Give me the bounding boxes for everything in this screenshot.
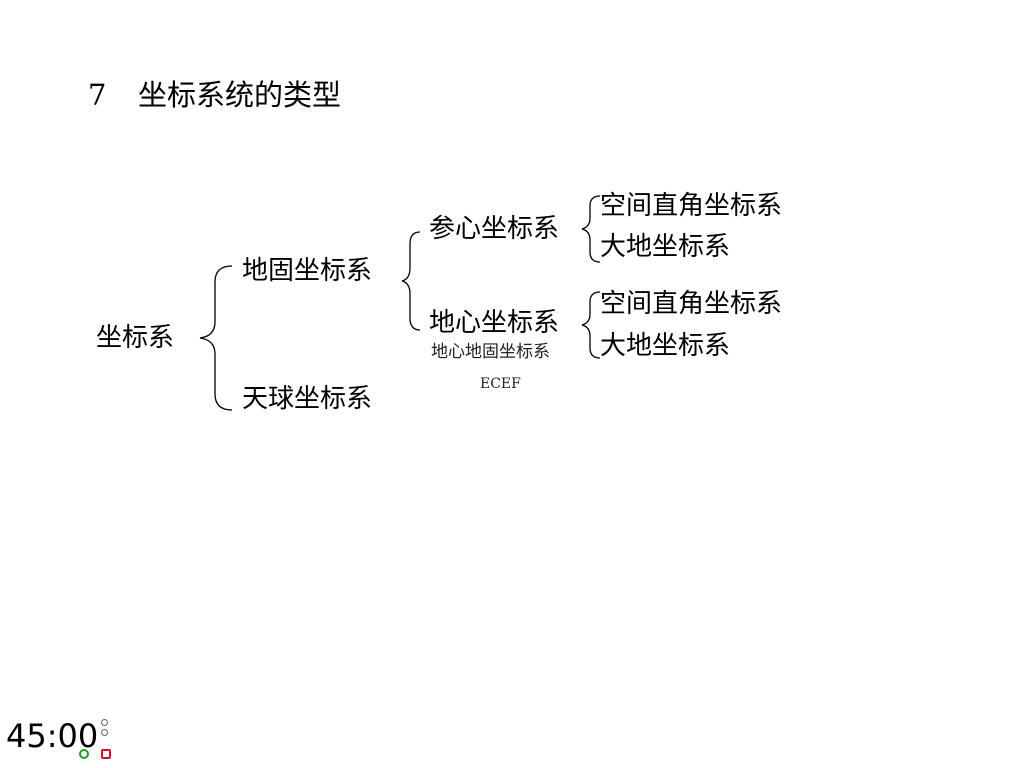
topocentric-node: 参心坐标系: [429, 214, 560, 244]
geocentric-abbrev: ECEF: [480, 376, 521, 392]
celestial-node: 天球坐标系: [242, 384, 373, 414]
earth-fixed-node: 地固坐标系: [242, 256, 373, 286]
timer-display: 45:00: [6, 717, 99, 755]
topocentric-brace: [581, 195, 601, 263]
earth-fixed-brace: [401, 231, 421, 331]
topo-child-geodetic: 大地坐标系: [600, 232, 731, 262]
title-number: 7: [88, 78, 107, 112]
root-brace: [199, 265, 233, 411]
down-icon[interactable]: [101, 729, 108, 736]
geo-child-geodetic: 大地坐标系: [600, 331, 731, 361]
slide-title: 7 坐标系统的类型: [88, 76, 341, 114]
geocentric-brace: [581, 291, 601, 359]
stop-icon[interactable]: [101, 749, 111, 759]
play-icon[interactable]: [79, 749, 89, 759]
geo-child-cartesian: 空间直角坐标系: [600, 289, 783, 319]
topo-child-cartesian: 空间直角坐标系: [600, 191, 783, 221]
geocentric-note: 地心地固坐标系: [431, 342, 550, 362]
root-node: 坐标系: [96, 323, 175, 353]
up-icon[interactable]: [101, 719, 108, 726]
geocentric-node: 地心坐标系: [429, 308, 560, 338]
title-text: 坐标系统的类型: [138, 78, 342, 112]
